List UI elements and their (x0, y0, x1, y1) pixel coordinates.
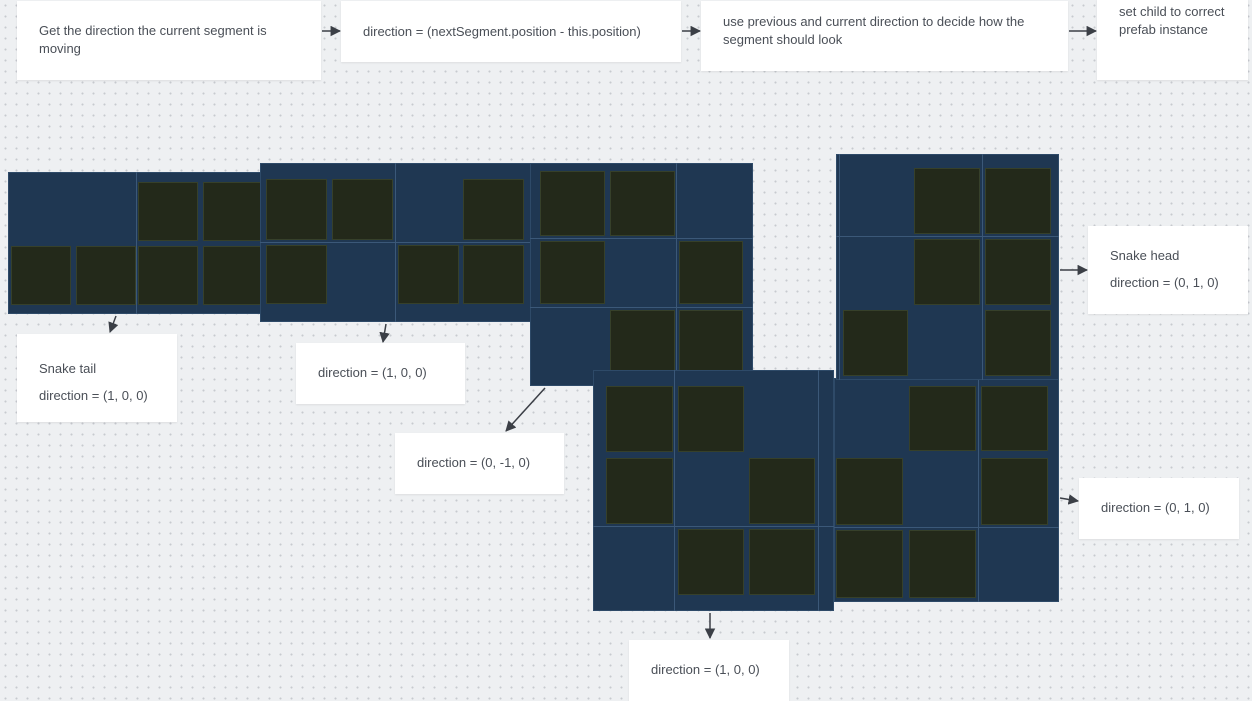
tile-cell (138, 182, 198, 241)
tile-cell (606, 386, 673, 452)
segment-4-direction: direction = (1, 0, 0) (651, 662, 760, 677)
tile-cell (203, 182, 263, 241)
segment-2-direction: direction = (1, 0, 0) (318, 365, 427, 380)
arrow-seg5-to-note (1059, 494, 1080, 505)
grid-line (593, 526, 834, 527)
tile-cell (679, 241, 743, 304)
tile-cell (463, 245, 524, 304)
grid-line (982, 154, 983, 380)
grid-line (834, 527, 1059, 528)
tile-cell (749, 458, 815, 524)
tile-cell (266, 245, 327, 304)
grid-line (818, 370, 819, 611)
flow-step-2-text: direction = (nextSegment.position - this… (363, 24, 641, 39)
segment-5-direction: direction = (0, 1, 0) (1101, 500, 1210, 515)
arrow-seg3-to-note (505, 387, 546, 432)
snake-head-title: Snake head (1110, 248, 1180, 263)
snake-head-segment[interactable] (836, 154, 1059, 380)
tile-cell (398, 245, 459, 304)
tile-cell (138, 246, 198, 305)
tile-cell (76, 246, 136, 305)
segment-5-direction-note[interactable]: direction = (0, 1, 0) (1079, 478, 1239, 539)
flow-step-1[interactable]: Get the direction the current segment is… (17, 1, 321, 80)
grid-line (839, 154, 840, 380)
snake-tail-segment[interactable] (8, 172, 270, 314)
tile-cell (540, 241, 605, 304)
flow-step-4[interactable]: set child to correct prefab instance (1097, 0, 1248, 80)
arrow-seg2-to-note (379, 323, 390, 344)
grid-line (676, 163, 677, 386)
tile-cell (836, 530, 903, 598)
segment-3-direction: direction = (0, -1, 0) (417, 455, 531, 470)
tile-cell (540, 171, 605, 236)
tile-cell (266, 179, 327, 240)
tile-cell (909, 530, 976, 598)
snake-segment-5[interactable] (834, 378, 1059, 602)
tile-cell (981, 386, 1048, 451)
snake-tail-title: Snake tail (39, 361, 97, 376)
snake-head-direction: direction = (0, 1, 0) (1110, 275, 1219, 290)
arrow-tail-to-note (108, 315, 119, 333)
flow-step-3-text: use previous and current direction to de… (723, 14, 1025, 47)
segment-2-direction-note[interactable]: direction = (1, 0, 0) (296, 343, 465, 404)
tile-cell (678, 386, 744, 452)
tile-cell (11, 246, 71, 305)
tile-cell (678, 529, 744, 595)
tile-cell (985, 239, 1051, 305)
flow-step-3[interactable]: use previous and current direction to de… (701, 1, 1068, 71)
tile-cell (679, 310, 743, 373)
grid-line (136, 172, 137, 314)
grid-line (530, 307, 753, 308)
grid-line (978, 378, 979, 602)
flow-step-4-text: set child to correct prefab instance (1119, 4, 1225, 37)
segment-4-direction-note[interactable]: direction = (1, 0, 0) (629, 640, 789, 701)
grid-line (260, 242, 532, 243)
tile-cell (203, 246, 263, 305)
tile-cell (985, 310, 1051, 376)
tile-cell (610, 171, 675, 236)
grid-line (674, 370, 675, 611)
tile-cell (914, 239, 980, 305)
snake-tail-note[interactable]: Snake tail direction = (1, 0, 0) (17, 334, 177, 422)
snake-segment-2[interactable] (260, 163, 532, 322)
tile-cell (332, 179, 393, 240)
tile-cell (981, 458, 1048, 525)
snake-tail-direction: direction = (1, 0, 0) (39, 388, 148, 403)
snake-segment-4[interactable] (593, 370, 834, 611)
tile-cell (606, 458, 673, 524)
grid-line (530, 238, 753, 239)
tile-cell (985, 168, 1051, 234)
tile-cell (914, 168, 980, 234)
tile-cell (463, 179, 524, 240)
tile-cell (836, 458, 903, 525)
tile-cell (610, 310, 675, 373)
flow-step-2[interactable]: direction = (nextSegment.position - this… (341, 1, 681, 62)
tile-cell (749, 529, 815, 595)
grid-line (836, 236, 1059, 237)
snake-segment-3[interactable] (530, 163, 753, 386)
tile-cell (843, 310, 908, 376)
flow-step-1-text: Get the direction the current segment is… (39, 23, 267, 56)
tile-cell (909, 386, 976, 451)
segment-3-direction-note[interactable]: direction = (0, -1, 0) (395, 433, 564, 494)
snake-head-note[interactable]: Snake head direction = (0, 1, 0) (1088, 226, 1248, 314)
